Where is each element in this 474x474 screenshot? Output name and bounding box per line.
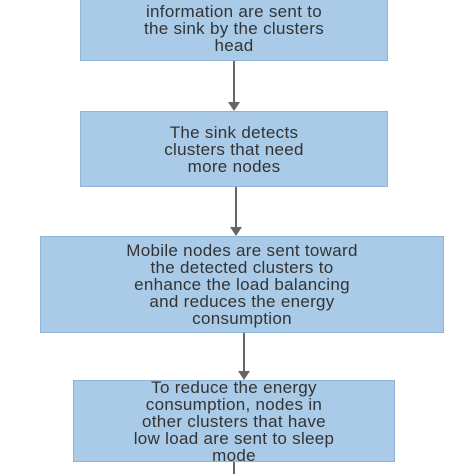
flow-step-mobile-nodes: Mobile nodes are sent toward the detecte… (40, 236, 444, 333)
connector-line (233, 61, 235, 102)
arrowhead-down (230, 227, 242, 236)
flow-step-sleep-mode: To reduce the energy consumption, nodes … (73, 377, 395, 465)
connector-line (243, 333, 245, 371)
flow-step-text: To reduce the energy consumption, nodes … (133, 377, 335, 465)
flow-step-text: The sink detects clusters that need more… (164, 122, 304, 176)
connector-line (233, 462, 235, 474)
arrowhead-down (238, 371, 250, 380)
flow-step-text: The clusters information are sent to the… (143, 0, 325, 55)
flow-step-text: Mobile nodes are sent toward the detecte… (126, 241, 358, 328)
arrowhead-down (228, 102, 240, 111)
flow-step-sink-detects: The sink detects clusters that need more… (80, 111, 388, 187)
flow-step-send-cluster-info: The clusters information are sent to the… (80, 0, 388, 61)
connector-line (235, 187, 237, 227)
